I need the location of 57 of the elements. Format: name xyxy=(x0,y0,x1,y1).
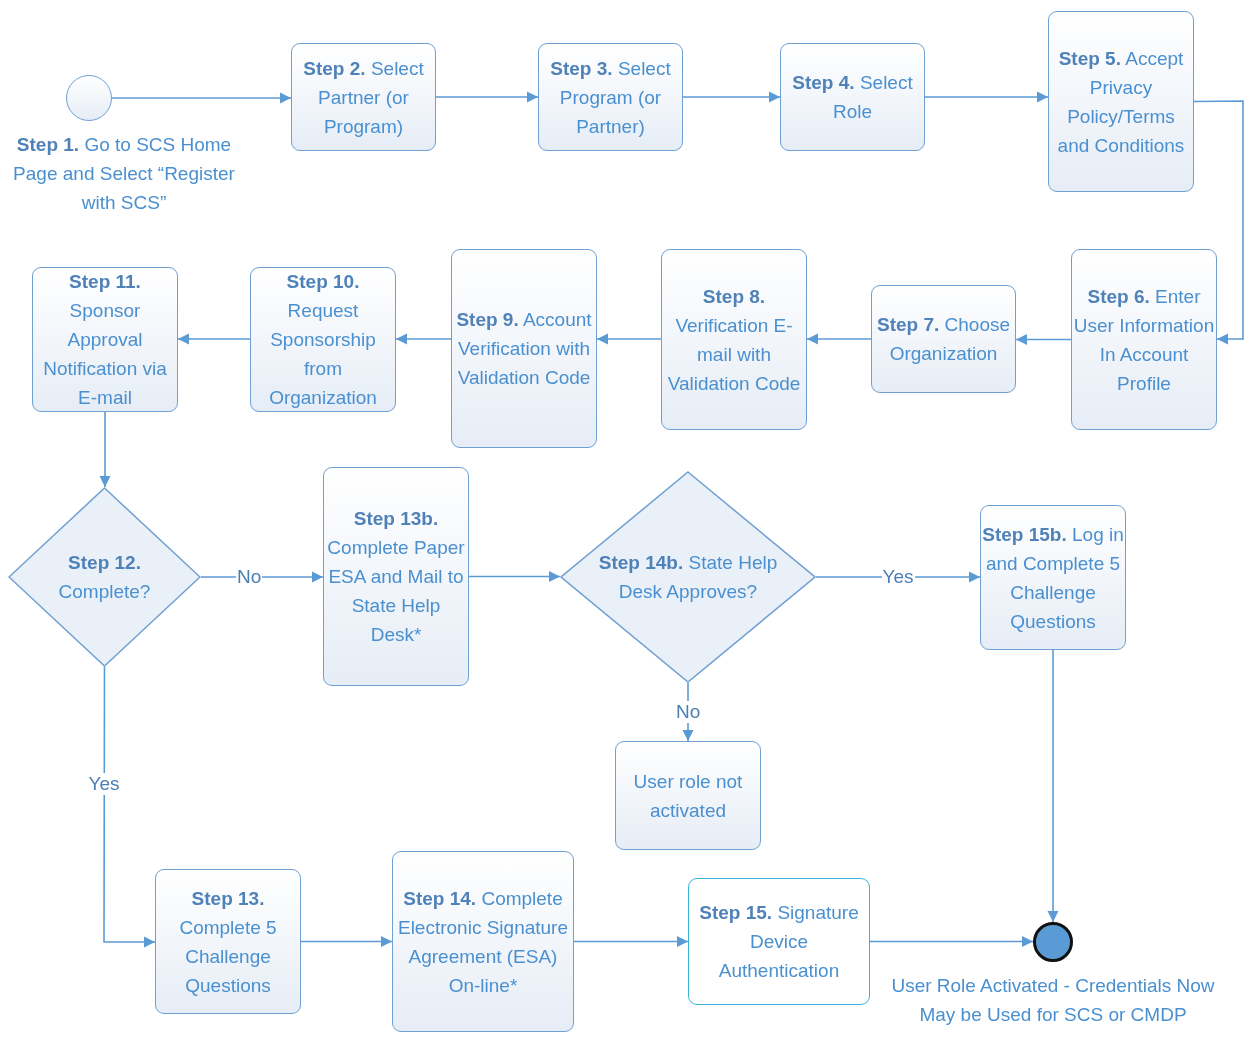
process-box xyxy=(1048,11,1194,192)
arrow xyxy=(435,91,539,103)
step-text: Step 3. Select Program (or Partner) xyxy=(549,56,672,139)
end-circle xyxy=(1033,922,1073,962)
step-text: User role not activated xyxy=(632,769,744,823)
step-text: Step 4. Select Role xyxy=(791,71,914,124)
process-box xyxy=(291,43,436,151)
process-box xyxy=(780,43,925,151)
arrow xyxy=(869,935,1034,948)
step-text: Step 15. Signature Device Authentication xyxy=(698,901,860,983)
process-box xyxy=(451,249,597,448)
process-box xyxy=(661,249,807,430)
step-text: Step 15b. Log in and Complete 5 Challenge Questions xyxy=(981,522,1125,634)
process-box xyxy=(32,267,178,412)
arrow xyxy=(1047,649,1059,923)
arrow xyxy=(99,411,111,488)
arrow xyxy=(300,935,393,948)
step-text: Step 5. Accept Privacy Policy/Terms and Conditions xyxy=(1056,46,1186,158)
step-text: Step 14. Complete Electronic Signature Agreement (ESA) On-line* xyxy=(396,886,569,998)
process-box xyxy=(250,267,396,412)
edge-label: No xyxy=(675,701,702,723)
arrow xyxy=(596,333,662,345)
arrow xyxy=(103,666,156,948)
arrow xyxy=(682,91,781,103)
arrow xyxy=(1015,333,1072,346)
arrow xyxy=(468,570,561,583)
arrow xyxy=(806,333,872,345)
start-circle xyxy=(66,75,112,121)
step-text: Step 8. Verification E-mail with Validation Code xyxy=(666,284,802,396)
step-text: Step 10. Request Sponsorship from Organization xyxy=(268,270,378,410)
process-box xyxy=(615,741,761,850)
arrow xyxy=(924,91,1049,103)
process-box xyxy=(871,285,1016,393)
process-box xyxy=(392,851,574,1032)
arrow xyxy=(395,333,452,345)
process-box xyxy=(980,505,1126,650)
step-text: Step 2. Select Partner (or Program) xyxy=(302,56,425,139)
step-text: Step 12. Complete? xyxy=(57,551,152,604)
edge-label: Yes xyxy=(87,773,121,795)
step-text: Step 7. Choose Organization xyxy=(875,313,1012,366)
arrow xyxy=(573,935,689,948)
process-box xyxy=(155,869,301,1014)
process-box xyxy=(538,43,683,151)
step-text: Step 11. Sponsor Approval Notification via E-mail xyxy=(42,270,168,410)
step-text: User Role Activated - Credentials Now May be Used for SCS or CMDP xyxy=(890,974,1216,1027)
step-text: Step 13b. Complete Paper ESA and Mail to State Help Desk* xyxy=(326,507,466,647)
step-text: Step 6. Enter User Information In Account Profile xyxy=(1072,284,1216,396)
step-text: Step 13. Complete 5 Challenge Questions xyxy=(178,886,278,998)
step-text: Step 14b. State Help Desk Approves? xyxy=(597,551,779,604)
arrow xyxy=(111,92,292,104)
process-box xyxy=(323,467,469,686)
arrow xyxy=(177,333,251,345)
step-text: Step 1. Go to SCS Home Page and Select “Register with SCS” xyxy=(12,133,236,215)
process-box xyxy=(688,878,870,1005)
process-box xyxy=(1071,249,1217,430)
step-text: Step 9. Account Verification with Validation Code xyxy=(455,308,593,390)
arrow xyxy=(1193,100,1244,345)
